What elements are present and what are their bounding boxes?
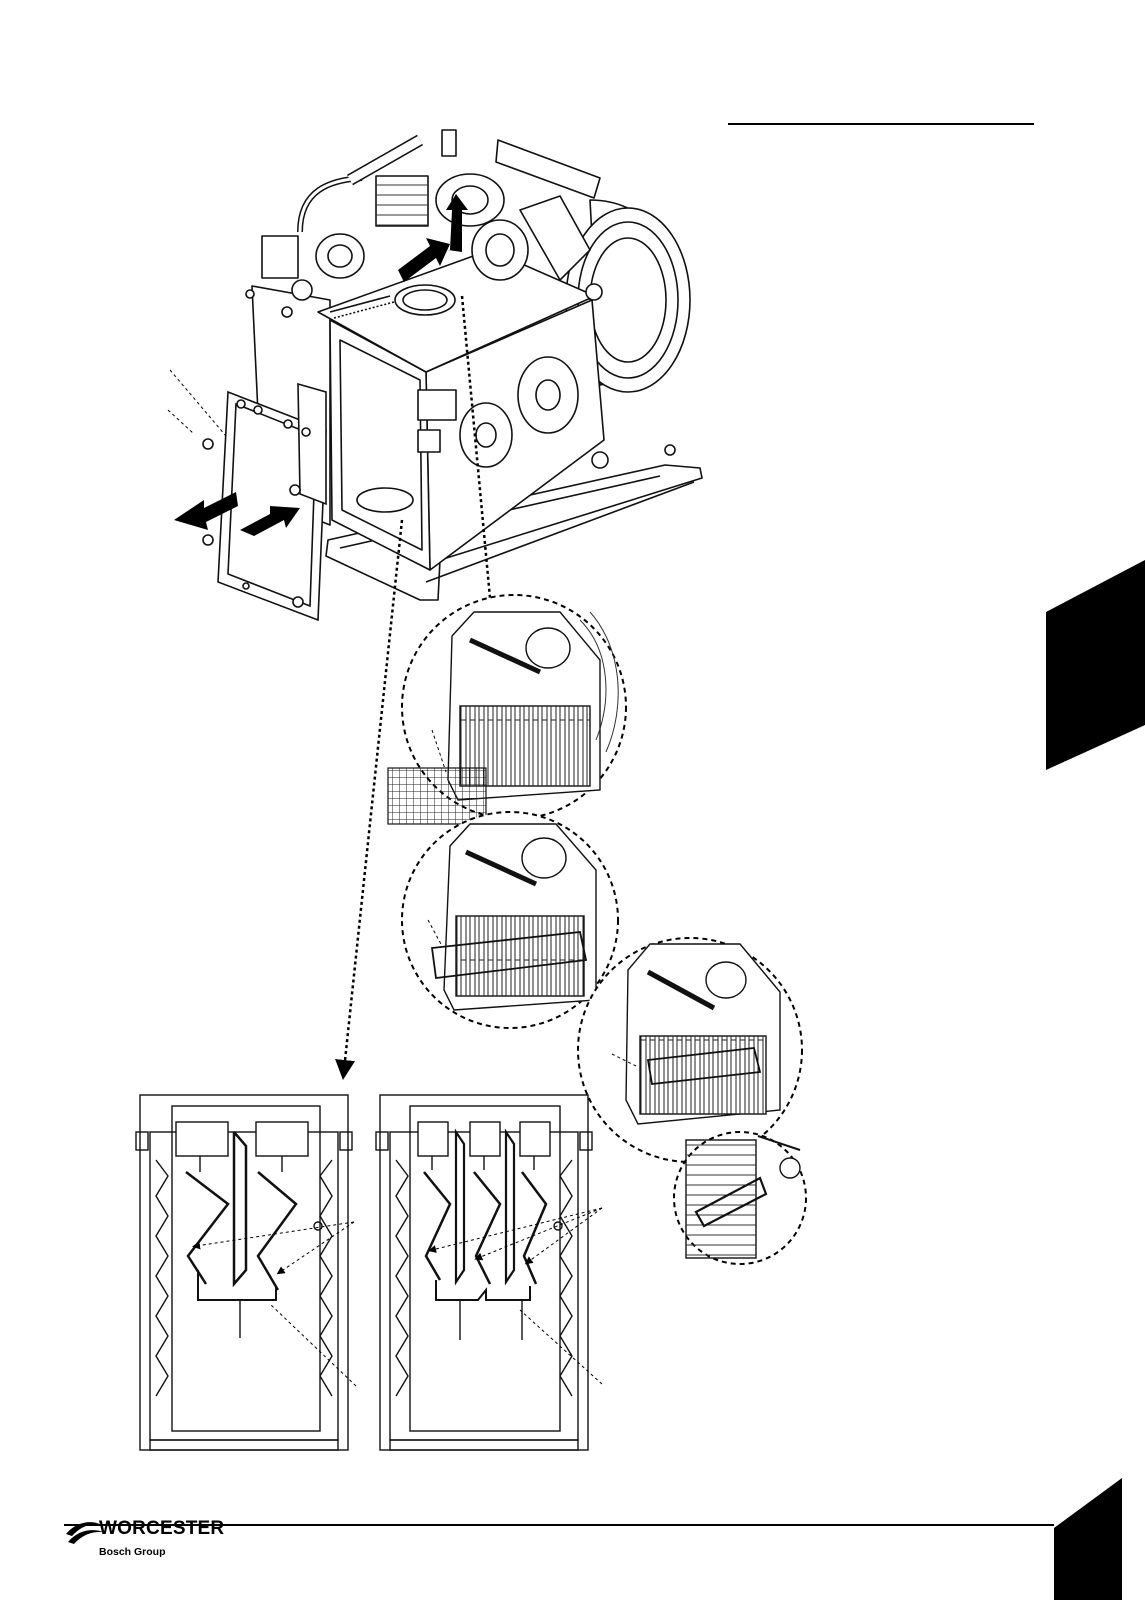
front-view-2-leaders — [432, 1208, 602, 1384]
brand-group: Bosch Group — [99, 1546, 166, 1558]
worcester-logo: WORCESTER Bosch Group — [64, 1510, 264, 1580]
front-view-three-burner — [376, 1095, 592, 1450]
detail-circle-3 — [578, 938, 802, 1162]
black-page-tab — [1054, 1478, 1122, 1600]
brand-name: WORCESTER — [99, 1518, 224, 1540]
front-view-two-burner — [136, 1095, 352, 1450]
callout-leaders-cover — [168, 370, 226, 436]
front-view-1-leaders — [196, 1222, 356, 1386]
detail-circle-2 — [402, 812, 618, 1028]
detail-circle-1 — [388, 595, 626, 824]
detail-circle-4 — [674, 1132, 806, 1264]
black-section-tab — [1046, 560, 1145, 770]
